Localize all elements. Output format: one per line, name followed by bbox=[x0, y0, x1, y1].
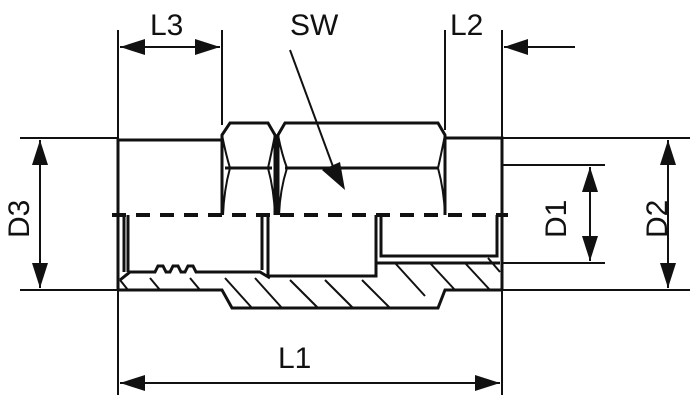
dimension-D1: D1 bbox=[540, 167, 598, 261]
dimension-SW: SW bbox=[289, 9, 345, 190]
dimension-D2: D2 bbox=[641, 140, 676, 288]
dimension-D3: D3 bbox=[3, 140, 48, 288]
label-L2: L2 bbox=[450, 9, 483, 42]
fitting-body bbox=[112, 121, 508, 310]
label-D2: D2 bbox=[641, 200, 674, 238]
label-SW: SW bbox=[290, 9, 339, 42]
label-L3: L3 bbox=[150, 9, 183, 42]
label-D3: D3 bbox=[3, 200, 36, 238]
section-hatching bbox=[119, 257, 501, 309]
dimension-L2: L2 bbox=[450, 9, 575, 55]
label-D1: D1 bbox=[540, 200, 573, 238]
dimension-L3: L3 bbox=[120, 9, 220, 55]
label-L1: L1 bbox=[278, 342, 311, 375]
dimension-L1: L1 bbox=[120, 342, 500, 391]
